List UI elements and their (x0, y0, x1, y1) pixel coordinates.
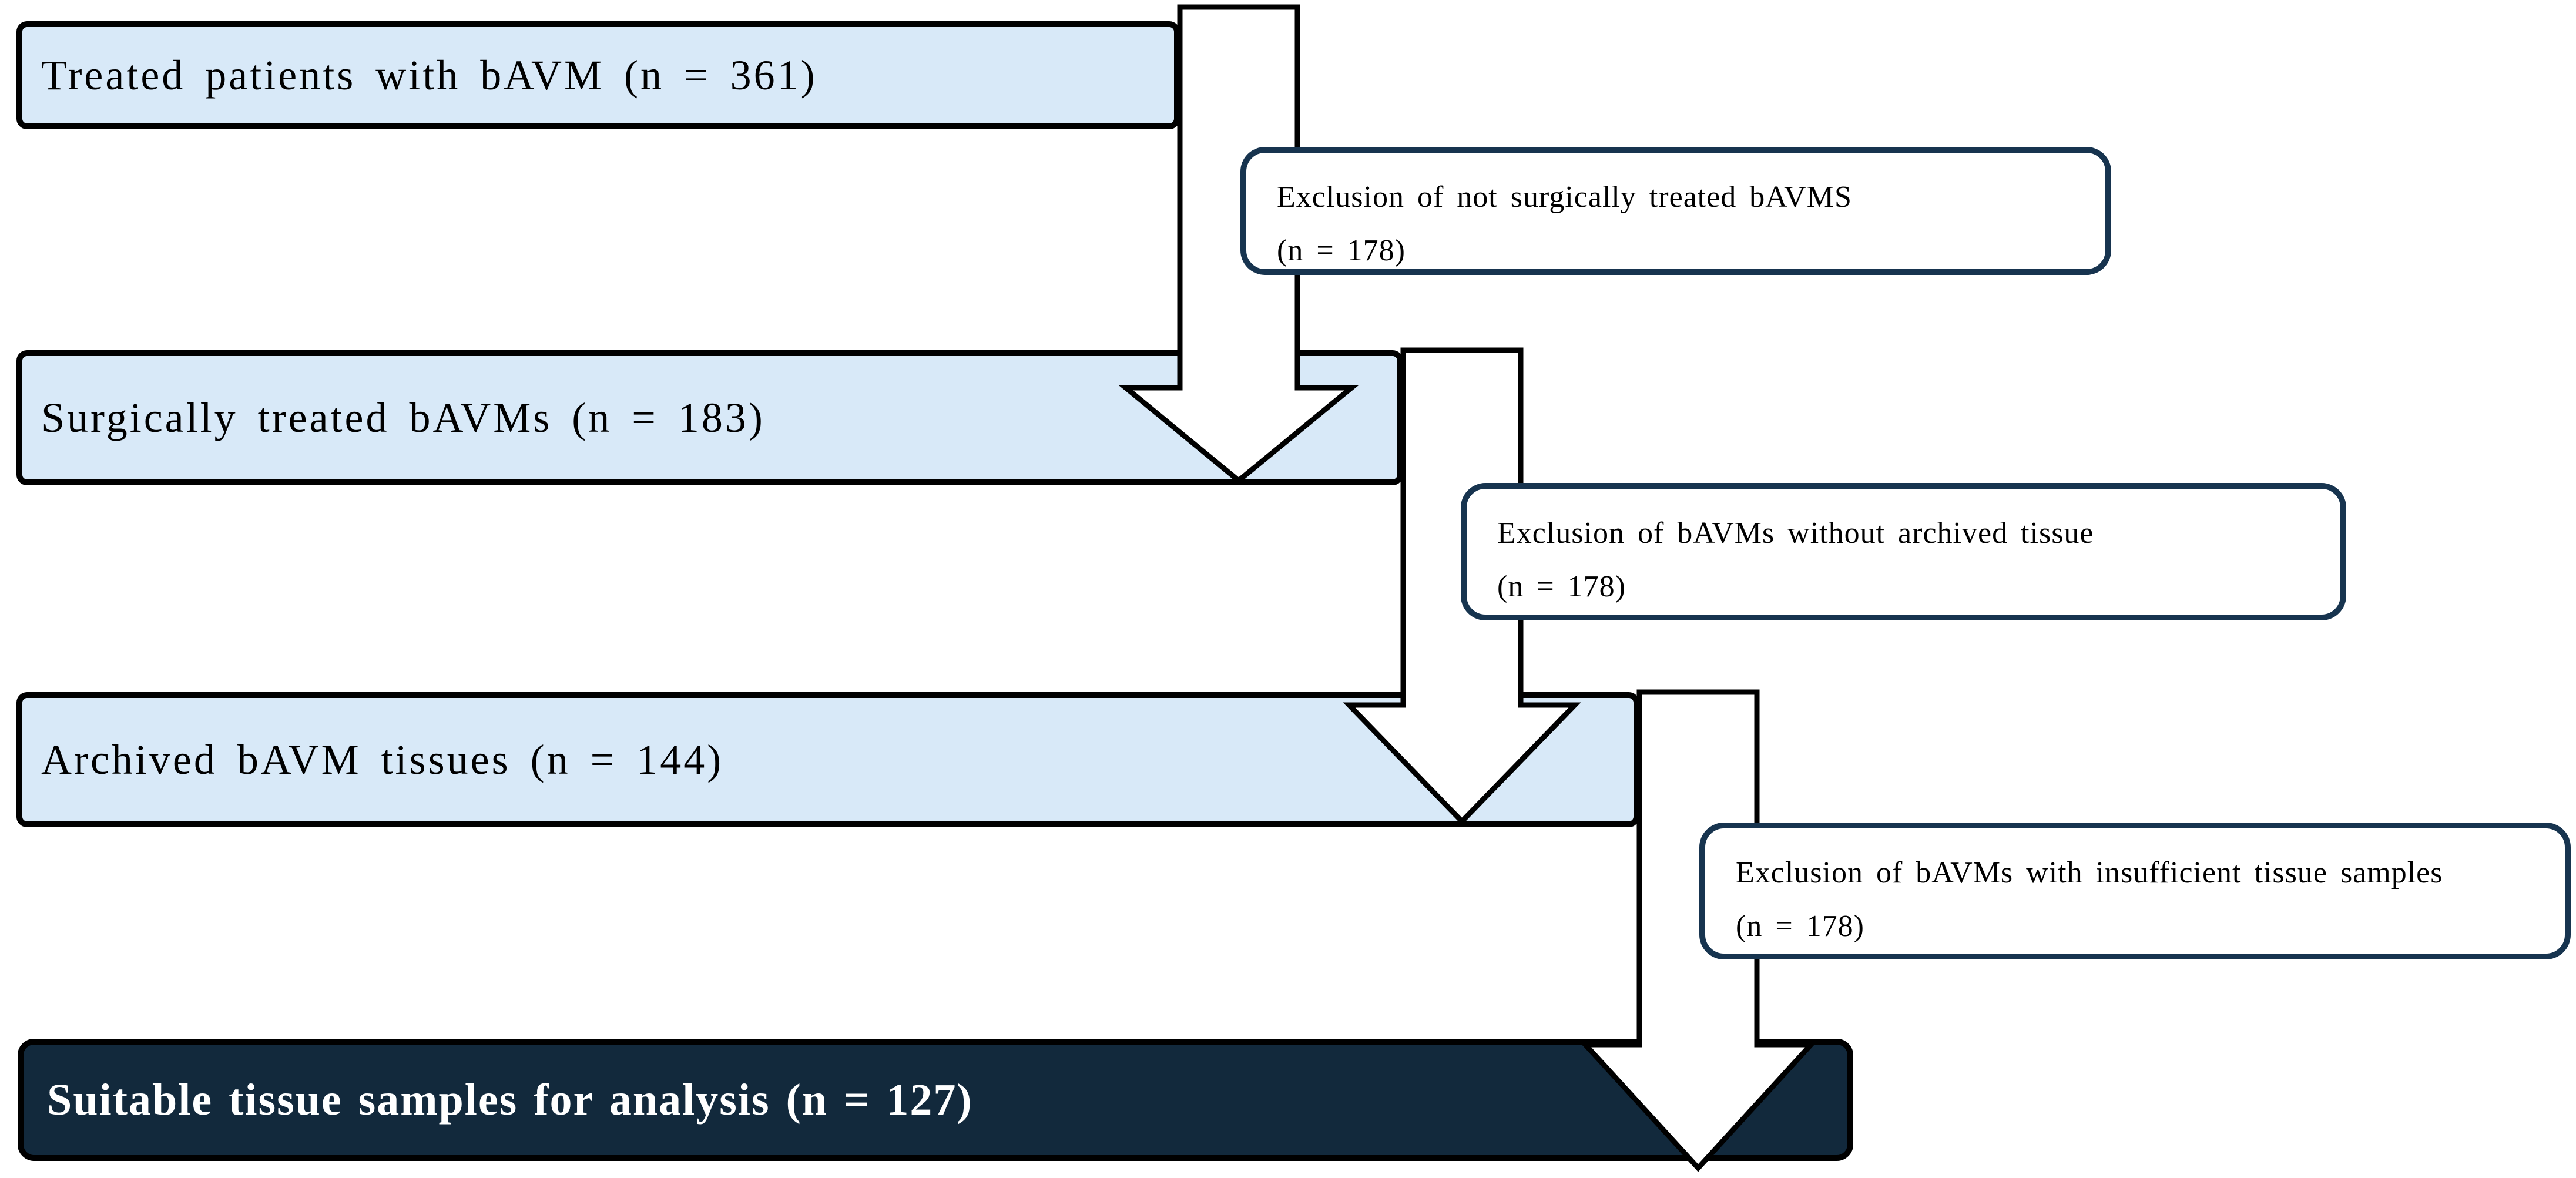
exclusion-3-count: (n = 178) (1736, 909, 1864, 943)
flow-box-archived-tissues: Archived bAVM tissues (n = 144) (16, 692, 1639, 827)
exclusion-box-insufficient-samples: Exclusion of bAVMs with insufficient tis… (1699, 823, 2571, 959)
exclusion-1-count: (n = 178) (1277, 234, 1406, 267)
exclusion-3-text: Exclusion of bAVMs with insufficient tis… (1736, 856, 2443, 890)
flow-box-treated-label: Treated patients with bAVM (n = 361) (41, 51, 817, 99)
exclusion-box-no-archived-tissue: Exclusion of bAVMs without archived tiss… (1461, 483, 2346, 620)
flow-box-treated-patients: Treated patients with bAVM (n = 361) (16, 21, 1180, 129)
exclusion-2-text: Exclusion of bAVMs without archived tiss… (1497, 516, 2094, 550)
flow-box-suitable-samples: Suitable tissue samples for analysis (n … (18, 1039, 1853, 1161)
exclusion-2-count: (n = 178) (1497, 570, 1626, 603)
flow-box-surgical-label: Surgically treated bAVMs (n = 183) (41, 394, 765, 441)
flow-box-surgically-treated: Surgically treated bAVMs (n = 183) (16, 350, 1403, 485)
flow-box-suitable-label: Suitable tissue samples for analysis (n … (47, 1075, 973, 1125)
exclusion-1-text: Exclusion of not surgically treated bAVM… (1277, 180, 1852, 214)
flow-box-archived-label: Archived bAVM tissues (n = 144) (41, 736, 724, 783)
exclusion-box-not-surgically-treated: Exclusion of not surgically treated bAVM… (1240, 147, 2111, 275)
